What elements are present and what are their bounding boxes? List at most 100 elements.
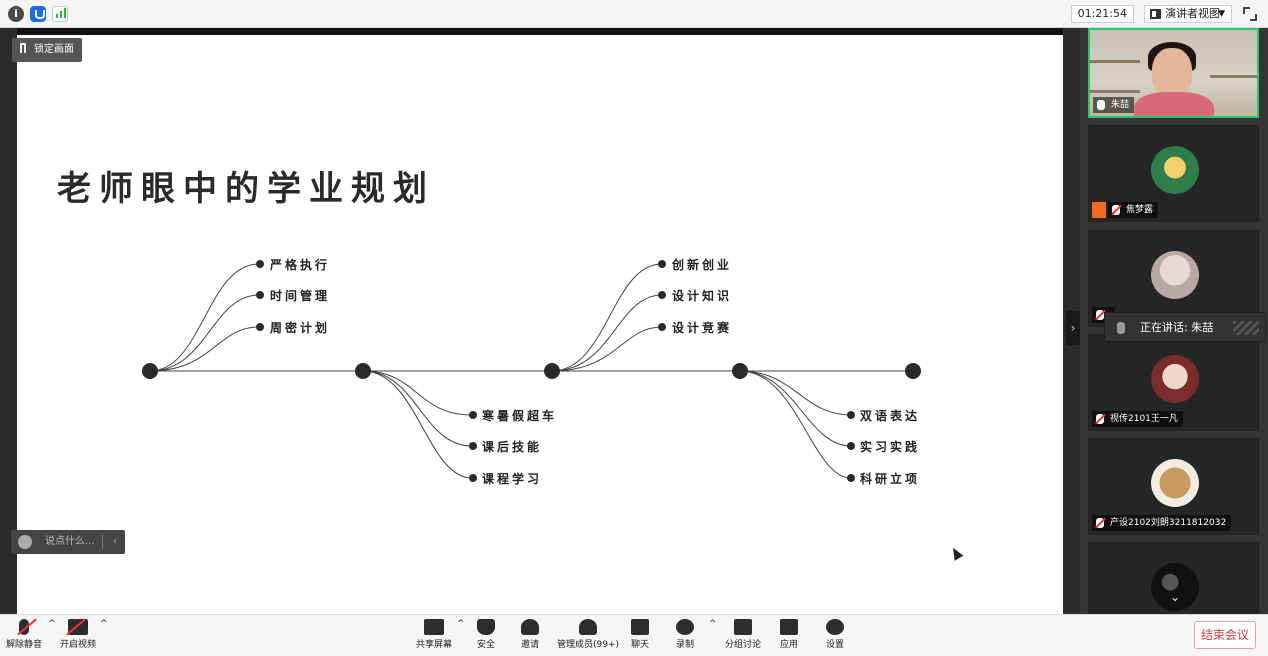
unmute-button[interactable]: 解除静音 [6,619,42,650]
network-signal-icon[interactable] [52,6,68,22]
apps-button[interactable]: 应用 [780,619,798,650]
record-label: 录制 [676,640,695,650]
chat-button[interactable]: 聊天 [631,619,649,650]
top-bar: i 01:21:54 演讲者视图 ▼ [0,0,1268,28]
security-label: 安全 [477,640,496,650]
security-button[interactable]: 安全 [477,619,495,650]
leaf-dot [256,323,264,331]
mic-icon [1097,100,1105,110]
record-icon [676,619,694,635]
mic-muted-icon [1096,414,1104,424]
sidebar-collapse-handle[interactable]: › [1066,311,1080,345]
add-person-icon [521,619,539,635]
chevron-up-icon[interactable]: ^ [709,619,717,629]
breakout-button[interactable]: 分组讨论 [725,619,761,650]
leaf-dot [847,474,855,482]
mic-icon [1117,322,1125,334]
participant-tile[interactable]: 产设2102刘朗3211812032 [1088,438,1259,535]
node-label: 科研立项 [860,472,921,486]
participant-name: 朱喆 [1111,100,1130,110]
leaf-dot [256,291,264,299]
gear-icon [826,619,844,635]
branch-line [149,326,260,372]
participant-video-feed [1090,30,1257,116]
chevron-up-icon[interactable]: ^ [100,619,108,629]
leaf-dot [658,323,666,331]
chevron-up-icon[interactable]: ^ [48,619,56,629]
lock-screen-button[interactable]: 锁定画面 [12,38,82,62]
pin-icon [20,43,26,53]
info-icon[interactable]: i [8,6,24,22]
branch-line [362,370,473,479]
node-label: 创新创业 [672,258,733,272]
manage-members-label: 管理成员(99+) [557,640,620,650]
node-label: 设计知识 [672,289,733,303]
chevron-left-icon[interactable]: ‹ [113,536,117,547]
chevron-up-icon[interactable]: ^ [457,619,465,629]
participant-name: 焦梦露 [1126,205,1154,215]
chat-label: 聊天 [631,640,650,650]
invite-button[interactable]: 邀请 [521,619,539,650]
camera-off-icon [68,619,88,635]
share-screen-label: 共享屏幕 [416,640,453,650]
divider [102,535,103,549]
node-label: 严格执行 [270,258,331,272]
breakout-rooms-icon [734,619,752,635]
invite-label: 邀请 [521,640,540,650]
leaf-dot [469,474,477,482]
leaf-dot [847,442,855,450]
branch-line [149,294,260,372]
mic-muted-icon [1096,518,1104,528]
branch-line [551,263,663,372]
presenter-view-dropdown[interactable]: 演讲者视图 ▼ [1144,5,1232,23]
participant-tile[interactable]: 焦梦露 [1088,125,1259,222]
share-screen-icon [424,619,444,635]
avatar [1151,146,1199,194]
slide-title: 老师眼中的学业规划 [57,169,435,209]
meeting-toolbar: 解除静音 ^ 开启视频 ^ 共享屏幕 ^ 安全 邀请 管理成员(99+) 聊天 … [0,614,1268,656]
leaf-dot [469,442,477,450]
participant-tile[interactable]: 视传2101王一凡 [1088,334,1259,431]
presenter-view-label: 演讲者视图 [1165,7,1220,20]
members-icon [579,619,598,635]
share-screen-button[interactable]: 共享屏幕 [416,619,452,650]
fullscreen-icon[interactable] [1242,6,1258,22]
mindmap-diagram [142,260,921,482]
participant-name-tag: 焦梦露 [1108,202,1159,218]
record-button[interactable]: 录制 [676,619,694,650]
participant-tile-active[interactable]: 朱喆 [1088,28,1259,118]
sound-wave-icon [1233,321,1259,335]
emoji-icon[interactable] [18,535,32,549]
start-video-button[interactable]: 开启视频 [60,619,96,650]
branch-line [551,294,663,372]
node-label: 课程学习 [482,472,543,486]
security-shield-icon[interactable] [30,6,46,22]
apps-label: 应用 [780,640,799,650]
shared-screen-stage: 老师眼中的学业规划 [0,28,1080,614]
mindmap-hub-node [142,363,158,379]
mic-off-icon [19,619,29,635]
shared-slide: 老师眼中的学业规划 [17,35,1063,614]
chat-placeholder: 说点什么... [45,536,95,547]
settings-label: 设置 [826,640,845,650]
active-speaker-toast: 正在讲话: 朱喆 [1104,312,1266,342]
participant-tile[interactable] [1088,230,1259,327]
leaf-dot [469,411,477,419]
participant-name-tag: 产设2102刘朗3211812032 [1092,515,1232,531]
breakout-label: 分组讨论 [725,640,762,650]
avatar [1151,355,1199,403]
node-label: 设计竞赛 [672,321,733,335]
unmute-label: 解除静音 [6,640,43,650]
shield-icon [477,619,495,635]
end-meeting-button[interactable]: 结束会议 [1194,621,1256,649]
participant-tile[interactable] [1088,542,1259,614]
chat-input-bubble[interactable]: 说点什么... ‹ [11,530,125,554]
chevron-down-icon[interactable]: ⌄ [1170,590,1181,604]
apps-grid-icon [780,619,798,635]
chevron-down-icon: ▼ [1218,9,1225,19]
mic-muted-icon [1112,205,1120,215]
settings-button[interactable]: 设置 [826,619,844,650]
branch-line [739,370,852,416]
mic-muted-icon [1096,310,1104,320]
manage-members-button[interactable]: 管理成员(99+) [557,619,619,650]
